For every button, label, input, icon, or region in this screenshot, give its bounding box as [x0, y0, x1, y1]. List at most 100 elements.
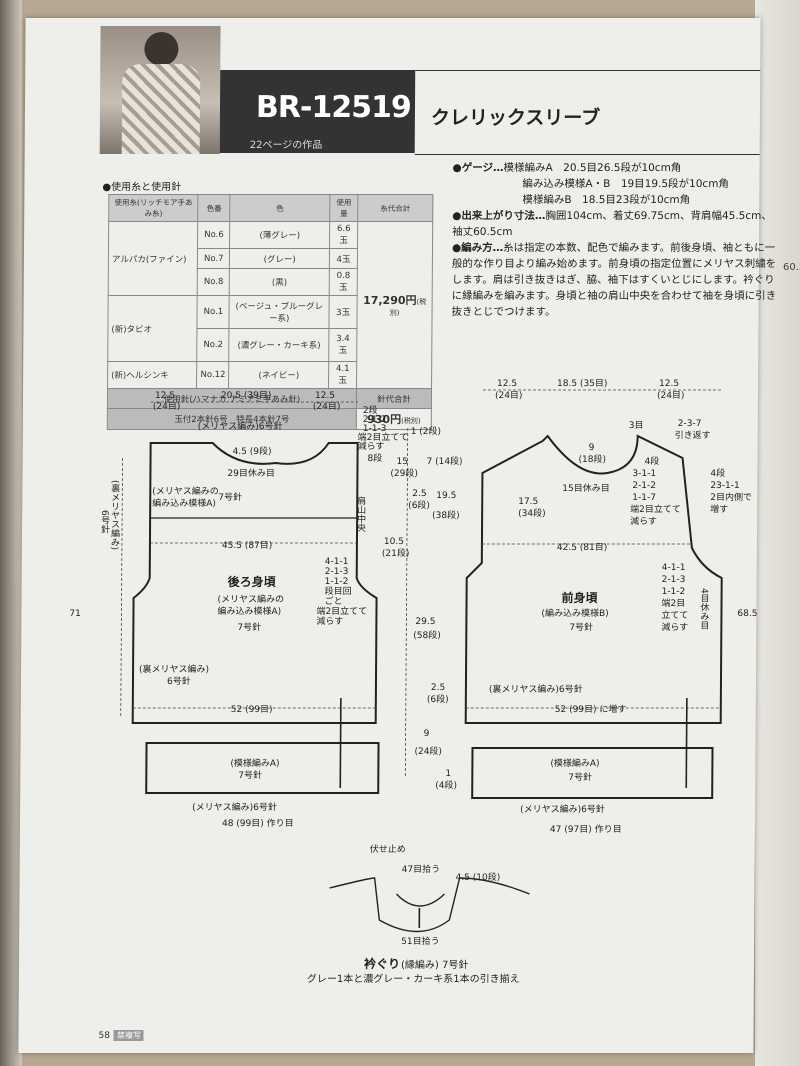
front-chest-width: 42.5 (81目): [557, 542, 607, 553]
front-width-52: 52 (99目) に増す: [555, 703, 627, 715]
front-dim: 18.5 (35目): [557, 378, 607, 389]
mid-dim: 15: [396, 457, 408, 467]
back-ribbing-label: (模様編みA): [230, 757, 279, 769]
back-pattern: 編み込み模様A): [217, 605, 281, 617]
front-body-outline: [464, 434, 723, 724]
front-dim: (24目): [657, 390, 685, 401]
front-side-length: (34段): [518, 507, 546, 519]
back-pattern: (メリヤス編みの: [218, 593, 285, 605]
mid-dim: 29.5: [415, 617, 435, 627]
back-shoulder-step: 減らす: [358, 440, 385, 452]
back-shoulder-step: 1-1-3: [363, 424, 387, 434]
back-ribbing: [145, 742, 380, 794]
front-neck-depth: 9: [589, 443, 595, 453]
mid-dim: 10.5: [384, 537, 404, 547]
front-pattern: (編み込み模様B): [541, 607, 608, 619]
collar-pick-top: 47目拾う: [402, 863, 441, 875]
front-needle: 7号針: [569, 621, 593, 633]
back-dim: 12.5: [155, 391, 175, 401]
back-yoke: (メリヤス編みの: [152, 485, 219, 497]
front-armhole-step: 1-1-2: [662, 587, 686, 597]
front-side-length: 17.5: [518, 497, 538, 507]
back-knit-arrow: [339, 698, 342, 788]
mid-dim: 9: [424, 729, 430, 739]
front-shoulder-step: 2-3-7: [678, 419, 702, 429]
back-shoulder-step: 端2目立てて: [358, 431, 409, 443]
back-armhole-step: 2-1-3: [325, 567, 349, 577]
page-number: 58: [98, 1031, 110, 1041]
back-armhole-step: 段目回: [325, 585, 352, 597]
mid-dim: (58段): [413, 629, 441, 641]
mid-dim: 1 (2段): [411, 425, 441, 437]
collar-inner: [395, 893, 445, 907]
front-armhole-step: 減らす: [661, 621, 688, 633]
back-dim: 12.5: [315, 391, 335, 401]
back-width-52: 52 (99目): [231, 704, 273, 715]
back-side-needle: 6号針: [99, 510, 110, 535]
front-shoulder-step: 3目: [629, 420, 644, 431]
back-name: 後ろ身頃: [228, 574, 277, 589]
front-neck-step: 1-1-7: [632, 493, 656, 503]
front-sleeve-inc: 増す: [710, 503, 728, 515]
front-ribbing-label: (模様編みA): [550, 757, 599, 769]
front-length: 68.5: [737, 609, 757, 619]
front-shoulder-step: 引き返す: [675, 429, 711, 441]
front-armhole-step: 立てて: [661, 609, 688, 621]
collar-width: 4.5 (10段): [456, 871, 501, 883]
back-shoulder-step: 2-1-2: [363, 415, 387, 425]
mid-dim: (6段): [408, 499, 430, 511]
back-cast-width: 48 (99目) 作り目: [222, 817, 294, 829]
mid-dim: 2.5: [431, 683, 445, 693]
mid-dim: 19.5: [436, 491, 456, 501]
back-dim: (24目): [153, 401, 181, 412]
back-armhole-step: ごと: [325, 595, 343, 607]
back-yoke: 編み込み模様A): [152, 497, 216, 509]
back-rev-knit: (裏メリヤス編み): [139, 663, 209, 675]
mid-dim: 7 (14段): [426, 455, 462, 467]
back-armhole-step: 減らす: [316, 615, 343, 627]
back-length: 71: [69, 609, 81, 619]
mid-dim: (6段): [427, 693, 449, 705]
schematic-diagrams: 12.5 (24目) 20.5 (39目) 12.5 (24目) 2段 2-1-…: [69, 378, 757, 985]
mid-dim: 2.5: [412, 489, 426, 499]
front-sleeve-inc: 23-1-1: [710, 481, 739, 491]
back-body-outline: [131, 442, 378, 724]
next-page-edge: 60.5: [755, 0, 800, 1066]
back-rows: 8段: [367, 452, 382, 464]
back-cast-knit: (メリヤス編み)6号針: [192, 801, 277, 813]
pattern-page: BR-12519 22ページの作品 クレリックスリーブ ●使用糸と使用針 使用糸…: [18, 18, 776, 1053]
collar-yarns: グレー1本と濃グレー・カーキ系1本の引き揃え: [307, 972, 520, 985]
front-cast-width: 47 (97目) 作り目: [550, 823, 622, 835]
back-neck: 4.5 (9段): [233, 445, 272, 457]
front-sleeve-inc: 2目内側で: [710, 491, 752, 503]
front-rest-rows: 4目休み目: [698, 588, 709, 630]
back-side-rev: (裏メリヤス編み): [109, 480, 120, 550]
front-neck-step: 減らす: [630, 515, 657, 527]
back-armhole-step: 4-1-1: [325, 557, 349, 567]
front-neck-step: 3-1-1: [632, 469, 656, 479]
collar-outline: [329, 877, 530, 933]
front-armhole-step: 端2目: [661, 597, 685, 609]
mid-dim: (38段): [432, 509, 460, 521]
front-dim: 12.5: [659, 379, 679, 389]
next-page-number: 60.5: [783, 262, 800, 273]
back-armhole-step: 端2目立てて: [316, 605, 367, 617]
front-armhole-step: 2-1-3: [662, 575, 686, 585]
front-neck-step: 2-1-2: [632, 481, 656, 491]
mid-dim: (29段): [390, 467, 418, 479]
back-neck-rest: 29目休み目: [227, 467, 275, 479]
book-label: 禁複写: [113, 1030, 145, 1041]
front-ribbing-needle: 7号針: [568, 771, 592, 783]
front-neck-depth: (18段): [578, 453, 606, 465]
collar-title: 衿ぐり: [364, 956, 400, 971]
front-cast-knit: (メリヤス編み)6号針: [520, 803, 605, 815]
front-name: 前身頃: [562, 590, 599, 605]
back-knit-label: (メリヤス編み)6号針: [198, 420, 283, 432]
front-neck-step: 端2目立てて: [630, 503, 681, 515]
back-armhole-step: 1-1-2: [325, 577, 349, 587]
front-neck-step: 4段: [644, 455, 659, 467]
front-neck-rest: 15目休み目: [562, 482, 610, 494]
front-armhole-step: 4-1-1: [662, 563, 686, 573]
back-pattern: 7号針: [237, 621, 261, 633]
